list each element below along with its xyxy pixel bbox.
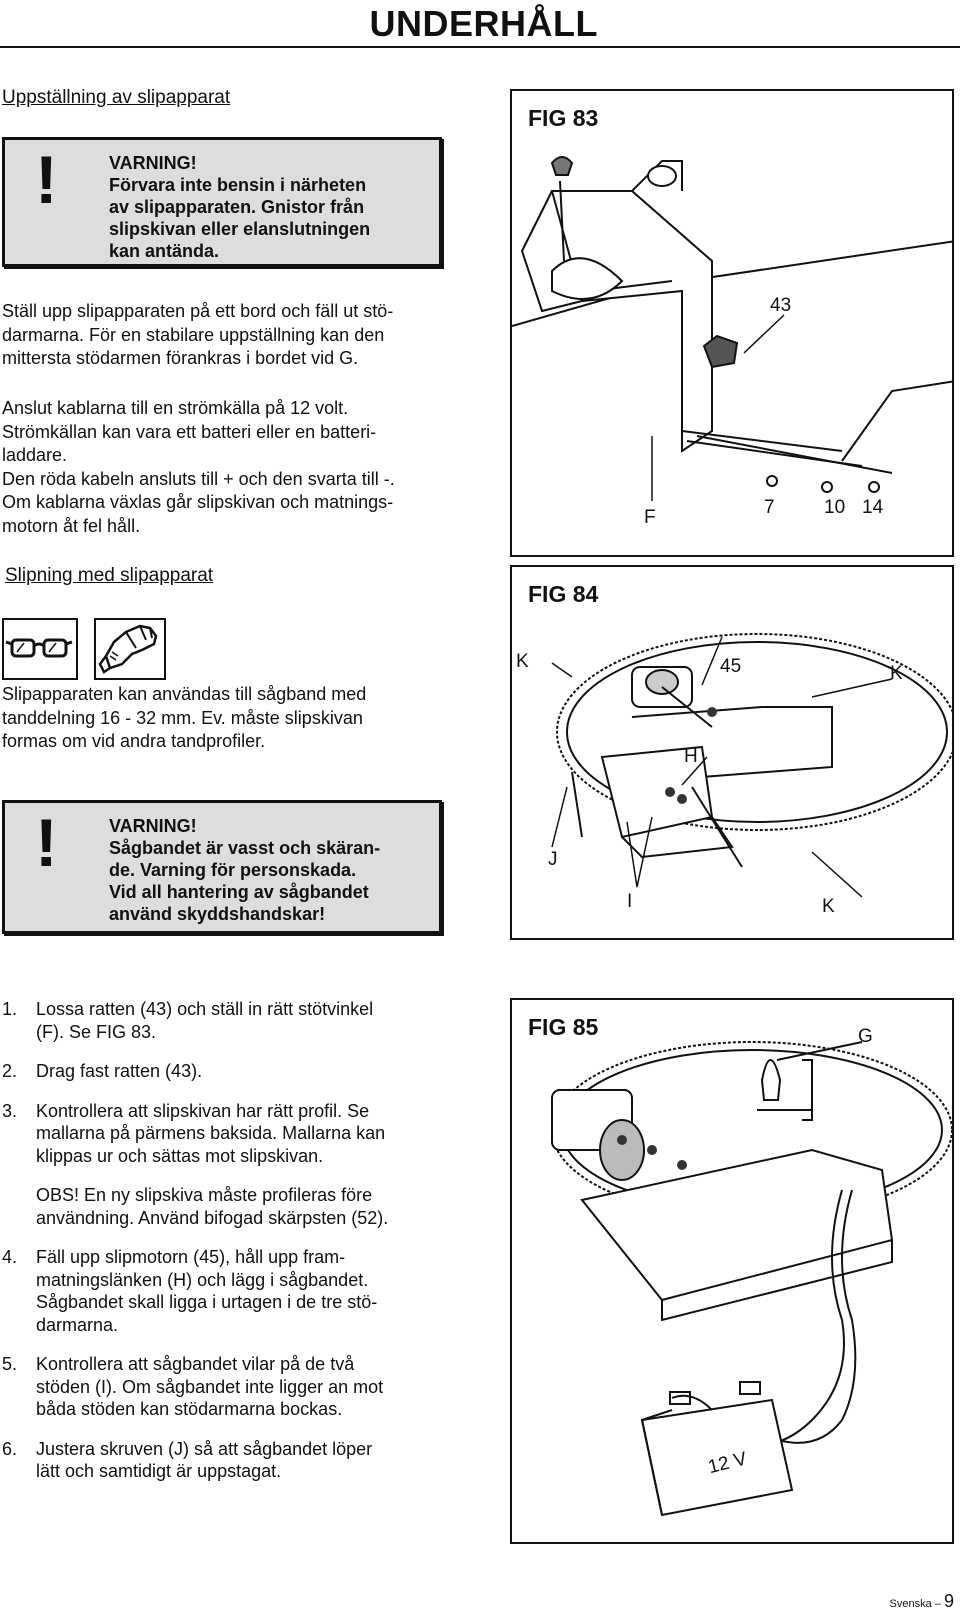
- text-line: Den röda kabeln ansluts till + och den s…: [2, 468, 395, 489]
- numbered-steps: 1. Lossa ratten (43) och ställ in rätt s…: [2, 998, 442, 1500]
- page-title: UNDERHÅLL: [369, 3, 598, 44]
- text-line: formas om vid andra tandprofiler.: [2, 731, 266, 751]
- grinder-angle-illustration: 43 F 7 10 14: [512, 156, 952, 528]
- callout-7: 7: [764, 497, 775, 518]
- step-number: 6.: [2, 1438, 18, 1459]
- callout-K: K: [890, 663, 903, 684]
- text-line: OBS! En ny slipskiva måste profileras fö…: [36, 1185, 373, 1205]
- warning-line: Vid all hantering av sågbandet: [109, 882, 369, 902]
- warning-exclamation-icon: !: [35, 805, 58, 881]
- list-item: 5. Kontrollera att sågbandet vilar på de…: [2, 1353, 442, 1421]
- text-line: Anslut kablarna till en strömkälla på 12…: [2, 398, 349, 418]
- figure-85: FIG 85 G 12 V: [510, 998, 954, 1544]
- warning-line: VARNING!: [109, 153, 197, 173]
- list-item: 1. Lossa ratten (43) och ställ in rätt s…: [2, 998, 442, 1043]
- warning-line: använd skyddshandskar!: [109, 904, 326, 924]
- paragraph-setup: Ställ upp slipapparaten på ett bord och …: [2, 300, 452, 371]
- saw-band-clamped-illustration: K 45 K H J I K: [516, 633, 952, 917]
- callout-G: G: [858, 1026, 873, 1047]
- title-rule: [0, 46, 960, 48]
- text-line: Fäll upp slipmotorn (45), håll upp fram-: [36, 1247, 346, 1267]
- text-line: laddare.: [2, 445, 68, 465]
- section-heading-setup: Uppställning av slipapparat: [2, 87, 231, 108]
- safety-glasses-icon: [2, 618, 78, 680]
- callout-J: J: [548, 849, 558, 870]
- list-item: 3. Kontrollera att slipskivan har rätt p…: [2, 1100, 442, 1230]
- warning-line: VARNING!: [109, 816, 197, 836]
- list-item: 4. Fäll upp slipmotorn (45), håll upp fr…: [2, 1246, 442, 1336]
- protective-glove-icon: [94, 618, 166, 680]
- warning-line: av slipapparaten. Gnistor från: [109, 197, 365, 217]
- warning-line: slipskivan eller elanslutningen: [109, 219, 371, 239]
- warning-exclamation-icon: !: [35, 142, 58, 218]
- figure-label: FIG 85: [528, 1014, 599, 1040]
- step-number: 3.: [2, 1100, 18, 1121]
- warning-line: Sågbandet är vasst och skäran-: [109, 838, 381, 858]
- text-line: Justera skruven (J) så att sågbandet löp…: [36, 1438, 373, 1459]
- callout-H: H: [684, 746, 698, 767]
- text-line: (F). Se FIG 83.: [36, 1021, 157, 1042]
- paragraph-usage: Slipapparaten kan användas till sågband …: [2, 683, 452, 754]
- step-number: 2.: [2, 1061, 18, 1081]
- grinder-with-battery-illustration: G 12 V: [551, 1026, 952, 1517]
- text-line: Drag fast ratten (43).: [36, 1061, 203, 1081]
- warning-text: VARNING! Sågbandet är vasst och skäran- …: [109, 815, 380, 925]
- warning-line: kan antända.: [109, 241, 220, 261]
- warning-box-fire: ! VARNING! Förvara inte bensin i närhete…: [2, 137, 442, 267]
- footer-language: Svenska –: [889, 1598, 941, 1610]
- page-footer: Svenska – 9: [890, 1591, 954, 1610]
- text-line: lätt och samtidigt är uppstagat.: [36, 1461, 282, 1481]
- text-line: klippas ur och sättas mot slipskivan.: [36, 1145, 324, 1166]
- callout-F: F: [644, 507, 656, 528]
- text-line: darmarna.: [36, 1314, 119, 1335]
- text-line: Lossa ratten (43) och ställ in rätt stöt…: [36, 999, 374, 1019]
- text-line: Strömkällan kan vara ett batteri eller e…: [2, 421, 377, 442]
- paragraph-power: Anslut kablarna till en strömkälla på 12…: [2, 397, 452, 538]
- text-line: Slipapparaten kan användas till sågband …: [2, 684, 367, 704]
- step-number: 1.: [2, 999, 18, 1019]
- text-line: Kontrollera att sågbandet vilar på de tv…: [36, 1354, 355, 1374]
- figure-84: FIG 84 K 45 K H J I K: [510, 565, 954, 940]
- text-line: Sågbandet skall ligga i urtagen i de tre…: [36, 1292, 378, 1312]
- text-line: Om kablarna växlas går slipskivan och ma…: [2, 492, 394, 512]
- list-item: 6. Justera skruven (J) så att sågbandet …: [2, 1438, 442, 1483]
- figure-label: FIG 84: [528, 581, 599, 607]
- list-item: 2. Drag fast ratten (43).: [2, 1060, 442, 1083]
- step-number: 5.: [2, 1354, 18, 1374]
- warning-line: Förvara inte bensin i närheten: [109, 175, 367, 195]
- text-line: mittersta stödarmen förankras i bordet v…: [2, 348, 359, 368]
- warning-text: VARNING! Förvara inte bensin i närheten …: [109, 152, 370, 262]
- text-line: stöden (I). Om sågbandet inte ligger an …: [36, 1376, 384, 1397]
- callout-43: 43: [770, 295, 791, 316]
- text-line: båda stöden kan stödarmarna bockas.: [36, 1399, 343, 1419]
- callout-K: K: [516, 651, 529, 672]
- text-line: Ställ upp slipapparaten på ett bord och …: [2, 301, 394, 321]
- text-line: matningslänken (H) och lägg i sågbandet.: [36, 1269, 369, 1290]
- text-line: darmarna. För en stabilare uppställning …: [2, 324, 385, 345]
- text-line: Kontrollera att slipskivan har rätt prof…: [36, 1100, 370, 1121]
- note: OBS! En ny slipskiva måste profileras fö…: [36, 1184, 442, 1229]
- warning-box-sharp: ! VARNING! Sågbandet är vasst och skäran…: [2, 800, 442, 934]
- figure-83: FIG 83 43 F 7 10 14: [510, 89, 954, 557]
- callout-14: 14: [862, 497, 884, 518]
- callout-45: 45: [720, 656, 741, 677]
- text-line: tanddelning 16 - 32 mm. Ev. måste slipsk…: [2, 707, 363, 728]
- callout-10: 10: [824, 497, 845, 518]
- step-number: 4.: [2, 1247, 18, 1267]
- text-line: mallarna på pärmens baksida. Mallarna ka…: [36, 1123, 386, 1143]
- figure-label: FIG 83: [528, 105, 599, 131]
- section-heading-sharpening: Slipning med slipapparat: [5, 565, 214, 586]
- warning-line: de. Varning för personskada.: [109, 860, 357, 880]
- callout-K: K: [822, 896, 835, 917]
- page-number: 9: [943, 1591, 954, 1610]
- callout-I: I: [627, 891, 632, 912]
- text-line: användning. Använd bifogad skärpsten (52…: [36, 1207, 389, 1228]
- text-line: motorn åt fel håll.: [2, 515, 141, 536]
